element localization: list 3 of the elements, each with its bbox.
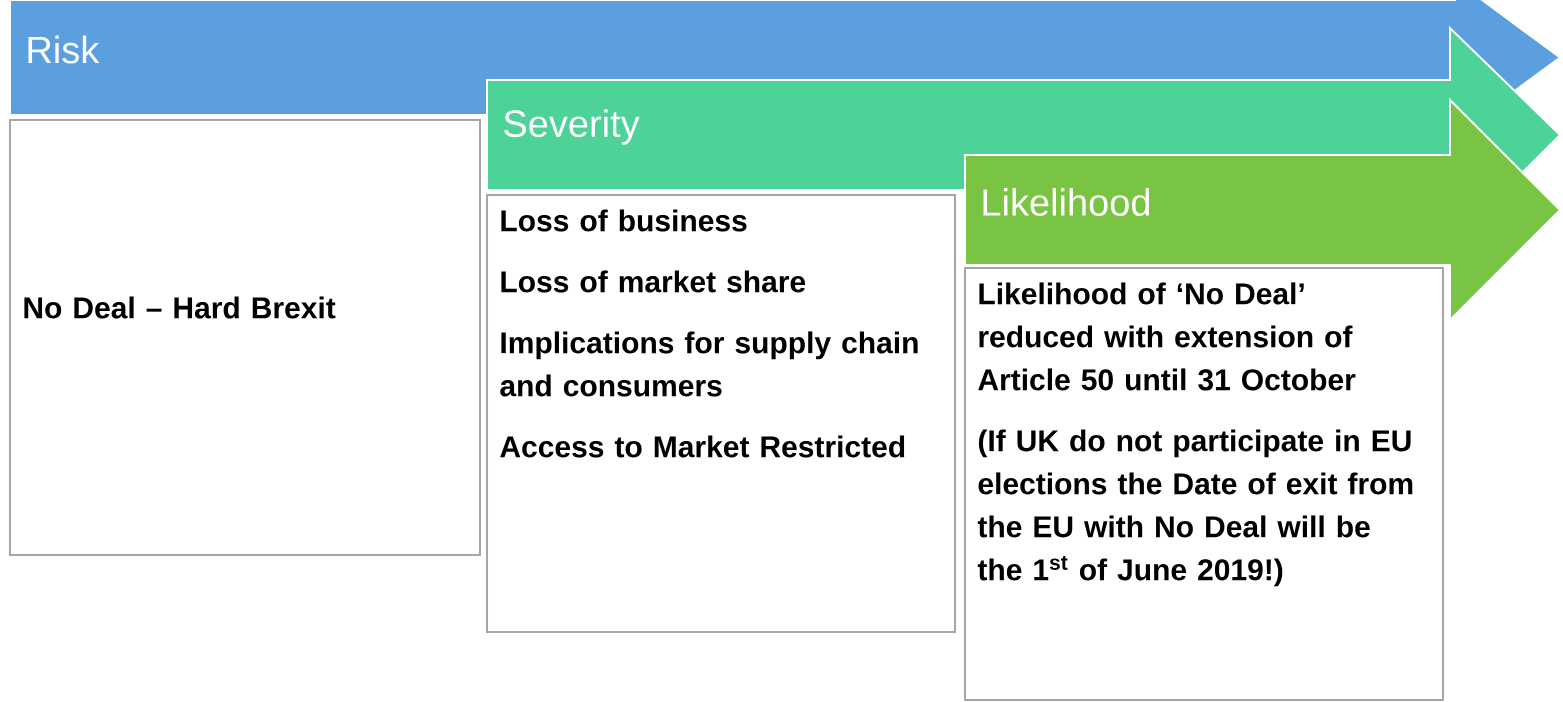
text-box: Likelihood of ‘No Deal’ reduced with extension of Article 50 until 31 October (If UK do not participate in EU elections the Date of exit from the EU with No Deal will be the 1$^{st}$ of June 2019!) [964, 267, 1444, 701]
text-box: Loss of business Loss of market share Implications for supply chain and consumers Access to Market Restricted [486, 194, 956, 633]
text-box: No Deal – Hard Brexit [9, 119, 481, 556]
